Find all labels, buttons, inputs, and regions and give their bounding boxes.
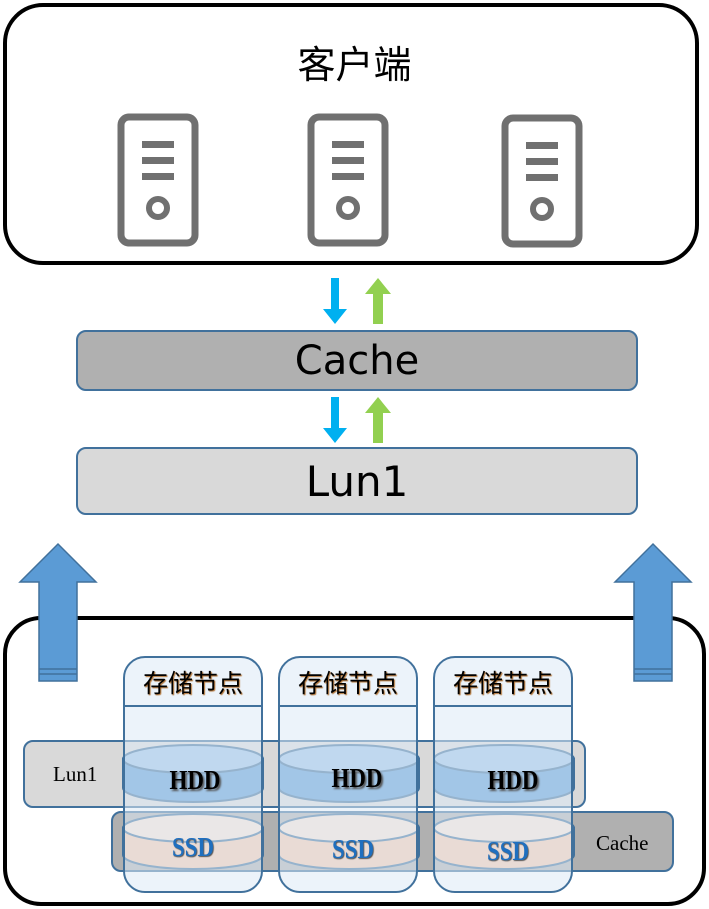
client-title: 客户端 bbox=[297, 43, 412, 87]
ssd-label: SSD bbox=[486, 836, 530, 866]
hdd-label: HDD bbox=[331, 763, 383, 793]
storage-node: 存储节点 bbox=[433, 656, 573, 893]
lun-layer-label: Lun1 bbox=[305, 456, 409, 506]
arrow-down-icon bbox=[323, 278, 347, 324]
arrow-down-icon bbox=[323, 397, 347, 443]
hdd-label: HDD bbox=[169, 765, 221, 795]
ssd-label: SSD bbox=[331, 834, 375, 864]
hdd-label: HDD bbox=[487, 765, 539, 795]
server-tower-icon bbox=[501, 114, 583, 248]
storage-node-label: 存储节点 bbox=[435, 658, 571, 707]
arrow-up-icon bbox=[365, 278, 391, 324]
storage-node: 存储节点 bbox=[278, 656, 418, 893]
arrow-up-icon bbox=[365, 397, 391, 443]
cache-layer-bar: Cache bbox=[76, 330, 638, 391]
server-tower-icon bbox=[307, 113, 389, 247]
lun-band-label: Lun1 bbox=[53, 762, 98, 786]
cache-layer-label: Cache bbox=[294, 337, 420, 384]
storage-node: 存储节点 bbox=[123, 656, 263, 893]
cache-band-label: Cache bbox=[596, 831, 649, 855]
client-group-box bbox=[3, 3, 699, 265]
server-tower-icon bbox=[117, 113, 199, 247]
storage-node-label: 存储节点 bbox=[280, 658, 416, 707]
storage-group-box bbox=[3, 616, 706, 906]
storage-node-label: 存储节点 bbox=[125, 658, 261, 707]
lun-layer-bar: Lun1 bbox=[76, 447, 638, 515]
ssd-label: SSD bbox=[171, 832, 215, 862]
